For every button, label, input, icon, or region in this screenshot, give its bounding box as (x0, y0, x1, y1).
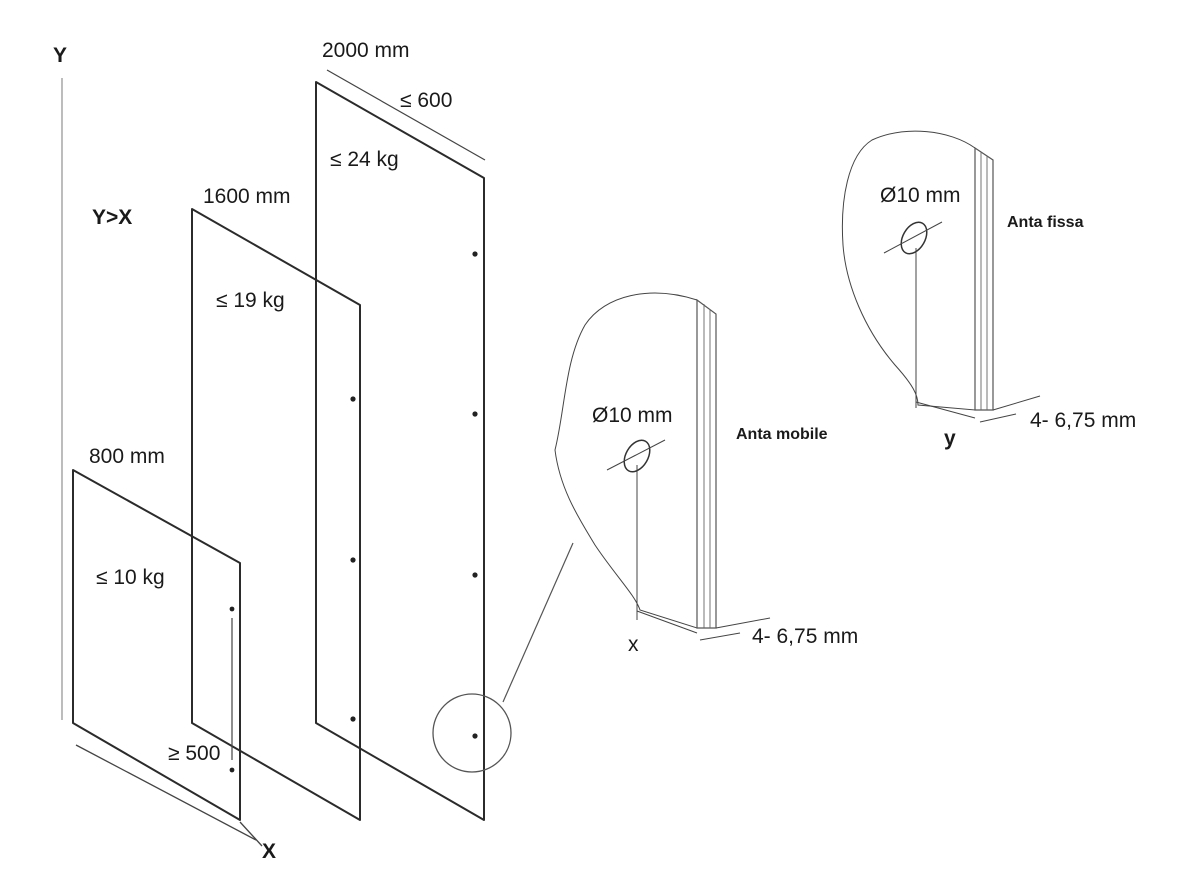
small-weight-label: ≤ 10 kg (96, 566, 165, 589)
small-height-label: 800 mm (89, 445, 165, 468)
thickness-dimension-line (979, 413, 1017, 423)
hinge-hole (472, 411, 478, 417)
glass-cutaway-outline (841, 130, 976, 411)
hinge-hole (350, 716, 356, 722)
fixed-title: Anta fissa (1007, 214, 1084, 231)
glass-edge (696, 298, 717, 629)
hinge-hole (229, 767, 235, 773)
mobile-thickness-label: 4- 6,75 mm (752, 625, 858, 648)
panel-large (315, 69, 486, 821)
zoom-circle (432, 693, 512, 773)
panel-small-outline (72, 469, 241, 821)
detail-fixed (841, 130, 1041, 423)
glass-edge (974, 146, 994, 411)
mobile-hole-label: Ø10 mm (592, 404, 673, 427)
detail-mobile (554, 292, 771, 641)
hinge-hole (472, 572, 478, 578)
panel-large-outline (315, 81, 485, 821)
hole-centerline (606, 439, 666, 471)
medium-weight-label: ≤ 19 kg (216, 289, 285, 312)
mobile-title: Anta mobile (736, 426, 828, 443)
thickness-dimension-line (699, 632, 741, 641)
x-dimension-line (75, 744, 257, 841)
offset-dimension-line (636, 610, 698, 634)
large-weight-label: ≤ 24 kg (330, 148, 399, 171)
hinge-hole (350, 557, 356, 563)
panel-medium-outline (191, 208, 361, 821)
condition-label: Y>X (92, 206, 132, 229)
hinge-hole (472, 251, 478, 257)
fixed-thickness-label: 4- 6,75 mm (1030, 409, 1136, 432)
large-height-label: 2000 mm (322, 39, 410, 62)
hinge-hole (350, 396, 356, 402)
hinge-spacing-label: ≥ 500 (168, 742, 220, 765)
zoom-leader-line (502, 542, 574, 703)
offset-dimension-line (915, 401, 976, 419)
hole-circle (623, 439, 651, 473)
x-axis-label: X (262, 840, 276, 863)
hole-circle (900, 221, 928, 255)
panel-small (72, 469, 241, 821)
mobile-offset-label: x (628, 633, 639, 656)
x-dimension-tick (239, 821, 263, 847)
glass-cutaway-outline (554, 292, 698, 629)
hinge-hole (229, 606, 235, 612)
hinge-hole (472, 733, 478, 739)
hole-centerline (883, 221, 943, 254)
y-axis-label: Y (53, 44, 67, 67)
fixed-offset-label: y (944, 427, 956, 450)
medium-height-label: 1600 mm (203, 185, 291, 208)
thickness-dimension-line (992, 395, 1041, 411)
panel-medium (191, 208, 361, 821)
width-dimension-line (326, 69, 486, 161)
large-max-width-label: ≤ 600 (400, 89, 452, 112)
fixed-hole-label: Ø10 mm (880, 184, 961, 207)
thickness-dimension-line (715, 617, 771, 629)
